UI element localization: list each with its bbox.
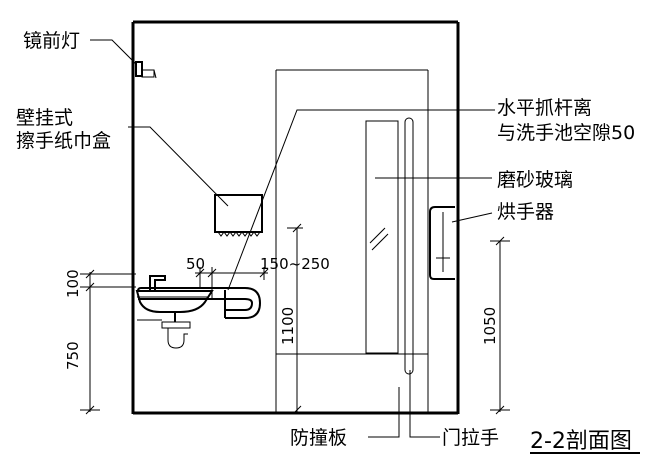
dimension-50: 50 — [186, 255, 205, 273]
dimension-1050: 1050 — [481, 307, 499, 345]
tissue-box-icon — [214, 194, 263, 237]
mirror-light-icon — [135, 61, 157, 79]
dimension-150-250: 150~250 — [260, 255, 330, 273]
drawing-title: 2-2剖面图 — [530, 429, 632, 454]
grab-bar-icon — [137, 287, 262, 319]
room-outline — [131, 20, 460, 415]
grab-bar-label-1: 水平抓杆离 — [497, 97, 592, 119]
dimension-100: 100 — [64, 269, 82, 298]
dimension-1100: 1100 — [279, 307, 297, 345]
dimension-750: 750 — [64, 341, 82, 370]
frosted-glass-label: 磨砂玻璃 — [497, 169, 573, 191]
dimension-lines — [80, 223, 510, 415]
hand-dryer-icon — [429, 206, 455, 280]
kick-plate-label: 防撞板 — [290, 427, 347, 449]
door-handle-icon — [404, 117, 414, 375]
washbasin-icon — [135, 275, 214, 349]
hand-dryer-label: 烘手器 — [497, 201, 554, 223]
grab-bar-label-2: 与洗手池空隙50 — [497, 122, 635, 144]
door-handle-label: 门拉手 — [442, 427, 499, 449]
frosted-glass-panel — [365, 120, 399, 354]
leader-lines — [90, 39, 495, 438]
mirror-light-label: 镜前灯 — [23, 30, 80, 52]
tissue-box-label-2: 擦手纸巾盒 — [16, 130, 111, 152]
partition-door-frame — [275, 69, 429, 413]
tissue-box-label-1: 壁挂式 — [16, 107, 73, 129]
